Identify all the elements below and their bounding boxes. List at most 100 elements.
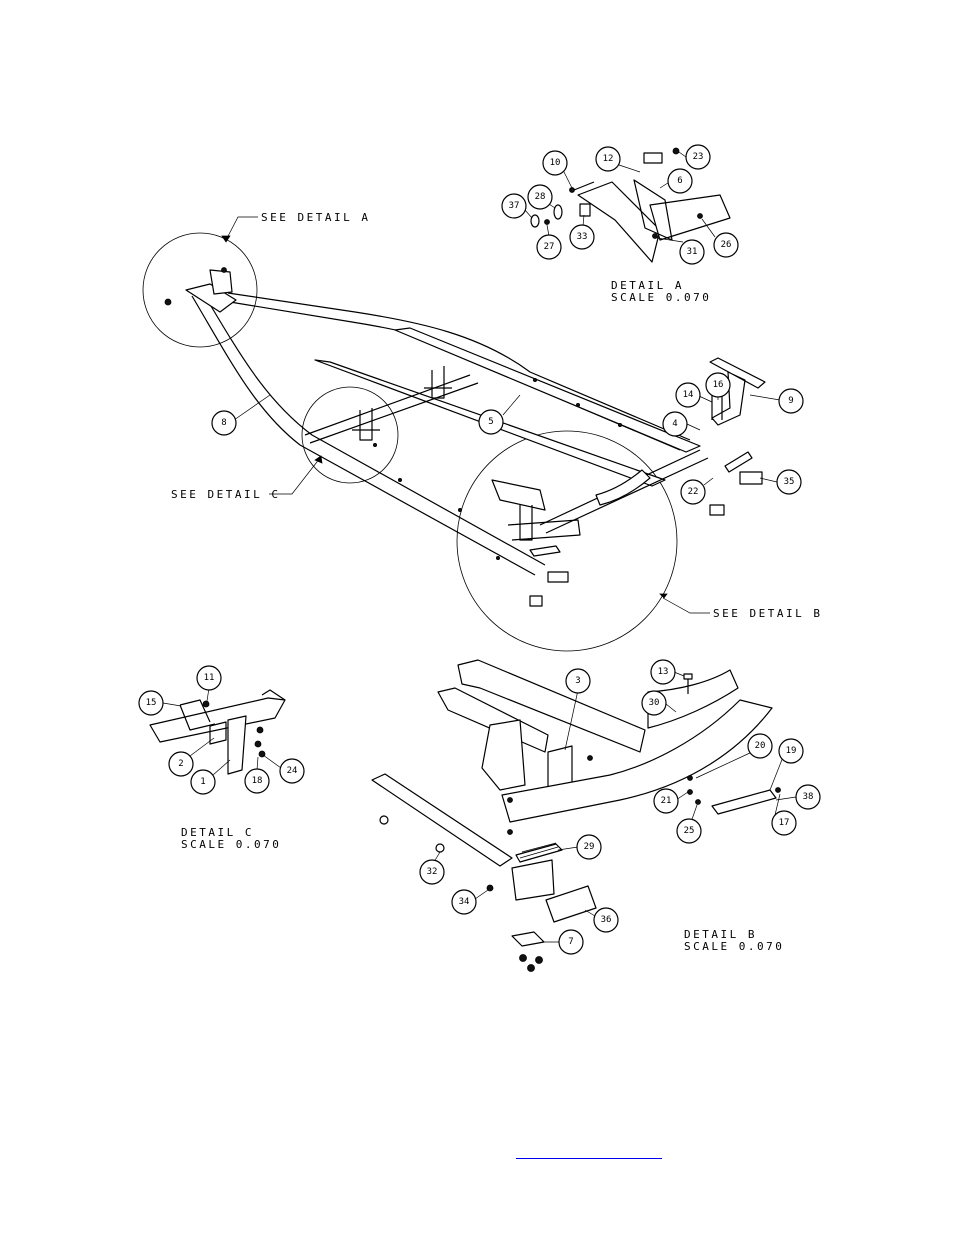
leader	[775, 796, 797, 801]
bolt-3a	[507, 797, 513, 803]
callout-32: 32	[419, 859, 445, 885]
washer-28	[553, 204, 563, 220]
footer-link[interactable]	[516, 1145, 662, 1159]
svg-text:24: 24	[287, 766, 298, 776]
svg-text:3: 3	[575, 676, 580, 686]
leader	[695, 751, 753, 779]
leader	[189, 737, 215, 757]
svg-text:15: 15	[146, 698, 157, 708]
plate-7	[511, 931, 545, 947]
nut-25	[695, 799, 701, 805]
bolt	[618, 422, 623, 427]
callout-23: 23	[685, 144, 711, 170]
bracket-38	[711, 789, 777, 815]
bunk-right	[394, 327, 701, 453]
rear-bunk-bracket-assembly	[491, 479, 581, 541]
callout-9: 9	[778, 388, 804, 414]
leader	[584, 909, 596, 917]
callout-10: 10	[542, 150, 568, 176]
callout-4: 4	[662, 411, 688, 437]
u-bolt-15	[179, 699, 216, 731]
coupler-bolt	[221, 267, 227, 273]
bumper-29-ribs	[519, 842, 559, 859]
detail-c-drawing	[149, 689, 286, 775]
see-detail-c-label: SEE DETAIL C	[171, 488, 280, 501]
bracket-3	[481, 719, 526, 791]
callout-31: 31	[679, 239, 705, 265]
leader	[774, 793, 781, 816]
svg-text:25: 25	[684, 826, 695, 836]
svg-text:28: 28	[535, 192, 546, 202]
bolt-10	[569, 187, 575, 193]
callout-2: 2	[168, 751, 194, 777]
detail-a-circle	[142, 232, 258, 348]
see-detail-a-leader	[225, 216, 258, 241]
callout-15: 15	[138, 690, 164, 716]
callout-8: 8	[211, 410, 237, 436]
rear-step-left	[529, 545, 561, 557]
nut-11	[202, 700, 210, 708]
bolt	[397, 477, 402, 482]
washer-37	[530, 214, 540, 228]
svg-text:20: 20	[755, 741, 766, 751]
plate-2	[209, 721, 227, 745]
rear-pad-left	[529, 595, 543, 607]
callout-30: 30	[641, 690, 667, 716]
svg-text:30: 30	[649, 698, 660, 708]
leader	[262, 754, 282, 769]
svg-text:14: 14	[683, 390, 694, 400]
svg-text:18: 18	[252, 776, 263, 786]
nut-7a	[519, 954, 527, 962]
svg-text:23: 23	[693, 152, 704, 162]
text-notes: SEE DETAIL A SEE DETAIL C SEE DETAIL B D…	[171, 211, 822, 953]
leader	[673, 671, 685, 677]
detail-a-title: DETAIL A	[611, 279, 684, 292]
callout-20: 20	[747, 733, 773, 759]
callout-6: 6	[667, 168, 693, 194]
bushing-32	[435, 843, 445, 853]
leader	[749, 394, 781, 401]
nut-21	[687, 789, 693, 795]
callout-19: 19	[778, 738, 804, 764]
callout-24: 24	[279, 758, 305, 784]
callout-1: 1	[190, 769, 216, 795]
svg-text:10: 10	[550, 158, 561, 168]
svg-text:19: 19	[786, 746, 797, 756]
svg-text:22: 22	[688, 487, 699, 497]
tongue-tube	[577, 181, 661, 263]
leader	[686, 423, 701, 431]
svg-text:8: 8	[221, 418, 226, 428]
svg-text:37: 37	[509, 201, 520, 211]
svg-text:34: 34	[459, 897, 470, 907]
callout-7: 7	[558, 929, 584, 955]
callout-11: 11	[196, 665, 222, 691]
footer-link-underline	[516, 1158, 662, 1159]
bolt-31	[652, 233, 658, 239]
curved-arm-b	[501, 699, 773, 823]
svg-text:31: 31	[687, 247, 698, 257]
nut-7b	[535, 956, 543, 964]
callout-3: 3	[565, 668, 591, 694]
nut-7c	[527, 964, 535, 972]
see-detail-a-label: SEE DETAIL A	[261, 211, 370, 224]
leader	[582, 214, 585, 227]
bolt-3b	[507, 829, 513, 835]
svg-text:32: 32	[427, 867, 438, 877]
block-33	[579, 203, 591, 217]
nut-24	[256, 726, 264, 734]
roller-30	[647, 669, 739, 729]
nut-27	[544, 219, 550, 225]
see-detail-b-label: SEE DETAIL B	[713, 607, 822, 620]
callout-14: 14	[675, 382, 701, 408]
callout-5: 5	[478, 409, 504, 435]
nut-18a	[254, 740, 262, 748]
crossmember-c-flange	[261, 689, 286, 701]
detail-b-circle	[456, 430, 678, 652]
callout-13: 13	[650, 659, 676, 685]
winch-stand	[709, 357, 766, 426]
rear-block-left	[547, 571, 569, 583]
crossmember-c	[149, 697, 286, 743]
callout-29: 29	[576, 834, 602, 860]
svg-text:4: 4	[672, 419, 677, 429]
